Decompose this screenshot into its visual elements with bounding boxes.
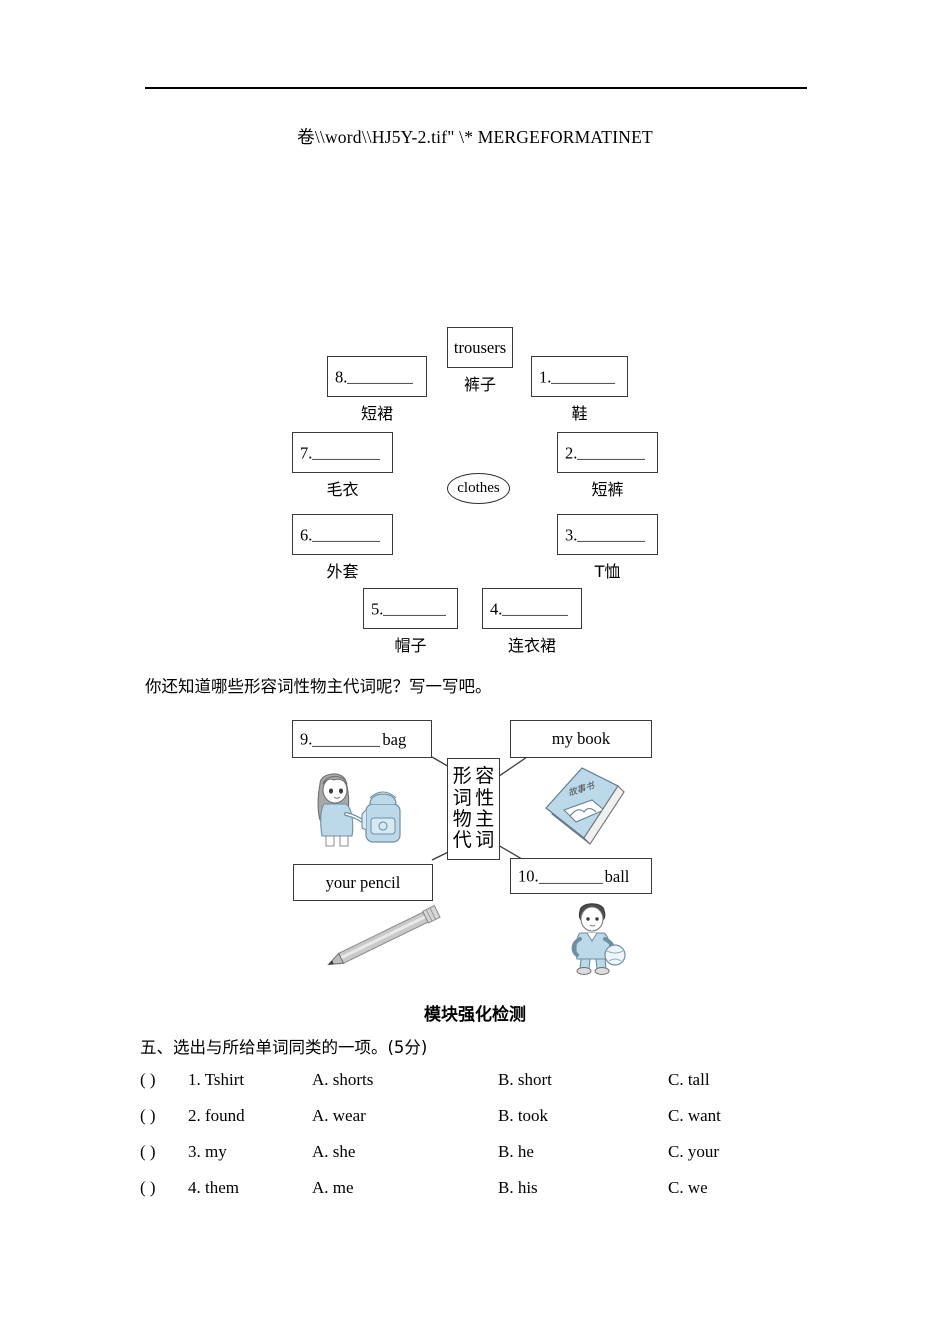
pronoun-center-char-0: 形 bbox=[452, 765, 472, 788]
pronoun-center-char-6: 代 bbox=[452, 829, 472, 852]
question-1-answer-blank[interactable]: ( ) bbox=[140, 1070, 156, 1089]
pronoun-center-char-7: 词 bbox=[475, 829, 495, 852]
clothes-node-dress-field: 4. bbox=[490, 599, 569, 619]
clothes-label-sweater: 毛衣 bbox=[326, 480, 359, 499]
question-3-answer-blank[interactable]: ( ) bbox=[140, 1142, 156, 1161]
pronoun-node-book-word: my book bbox=[551, 729, 611, 748]
clothes-node-coat-number: 6. bbox=[300, 525, 313, 545]
girl-with-backpack-illustration bbox=[317, 773, 401, 847]
clothes-node-trousers: trousers bbox=[447, 327, 513, 368]
question-2-stem: 2. found bbox=[188, 1106, 245, 1125]
clothes-node-skirt-blank[interactable] bbox=[347, 367, 414, 385]
clothes-node-cap-field: 5. bbox=[371, 599, 447, 619]
clothes-label-skirt: 短裙 bbox=[360, 404, 393, 423]
question-2-option-a[interactable]: A. wear bbox=[312, 1106, 366, 1125]
clothes-node-shorts-number: 2. bbox=[565, 443, 578, 463]
question-2-answer-blank[interactable]: ( ) bbox=[140, 1106, 156, 1125]
clothes-node-coat[interactable]: 6. bbox=[292, 514, 393, 555]
clothes-node-tshirt-number: 3. bbox=[565, 525, 578, 545]
question-1-option-b[interactable]: B. short bbox=[498, 1070, 552, 1089]
clothes-node-shorts-blank[interactable] bbox=[577, 443, 646, 461]
clothes-label-dress: 连衣裙 bbox=[507, 636, 556, 655]
question-3-option-c[interactable]: C. your bbox=[668, 1142, 719, 1161]
clothes-node-dress-blank[interactable] bbox=[502, 599, 569, 617]
clothes-label-shorts: 短裤 bbox=[591, 480, 624, 499]
clothes-node-shorts[interactable]: 2. bbox=[557, 432, 658, 473]
clothes-center-node: clothes bbox=[447, 473, 510, 504]
boy-with-ball-illustration bbox=[571, 903, 626, 975]
clothes-node-shoe-number: 1. bbox=[539, 367, 552, 387]
clothes-label-trousers: 裤子 bbox=[463, 375, 496, 394]
pronoun-node-pencil: your pencil bbox=[293, 864, 433, 901]
pronoun-center-node: 形 容 词 性 物 主 代 词 bbox=[447, 758, 500, 860]
question-1-option-c[interactable]: C. tall bbox=[668, 1070, 710, 1089]
question-4-option-a[interactable]: A. me bbox=[312, 1178, 354, 1197]
clothes-node-skirt-number: 8. bbox=[335, 367, 348, 387]
clothes-node-coat-blank[interactable] bbox=[312, 525, 381, 543]
clothes-node-tshirt-blank[interactable] bbox=[577, 525, 646, 543]
pronoun-node-bag-blank[interactable] bbox=[312, 730, 381, 747]
question-2-option-c[interactable]: C. want bbox=[668, 1106, 721, 1125]
clothes-label-cap: 帽子 bbox=[394, 636, 427, 655]
question-4-answer-blank[interactable]: ( ) bbox=[140, 1178, 156, 1197]
question-4-option-b[interactable]: B. his bbox=[498, 1178, 538, 1197]
clothes-node-shoe[interactable]: 1. bbox=[531, 356, 628, 397]
clothes-label-tshirt: T恤 bbox=[594, 562, 621, 581]
clothes-node-skirt-field: 8. bbox=[335, 367, 414, 387]
pronoun-node-bag-number: 9. bbox=[300, 729, 313, 749]
pronoun-node-ball-word: ball bbox=[604, 866, 630, 886]
pronoun-center-char-2: 词 bbox=[452, 786, 472, 809]
question-4-stem: 4. them bbox=[188, 1178, 239, 1197]
clothes-node-shorts-field: 2. bbox=[565, 443, 646, 463]
pronoun-center-char-5: 主 bbox=[475, 808, 495, 830]
pronoun-center-char-4: 物 bbox=[452, 808, 472, 830]
clothes-node-dress-number: 4. bbox=[490, 599, 503, 619]
question-3-stem: 3. my bbox=[188, 1142, 227, 1161]
clothes-node-cap-number: 5. bbox=[371, 599, 384, 619]
clothes-node-skirt[interactable]: 8. bbox=[327, 356, 427, 397]
clothes-node-cap-blank[interactable] bbox=[383, 599, 447, 617]
pronoun-node-ball[interactable]: 10. ball bbox=[510, 858, 652, 894]
question-3-option-b[interactable]: B. he bbox=[498, 1142, 534, 1161]
clothes-node-dress[interactable]: 4. bbox=[482, 588, 582, 629]
pencil-illustration bbox=[327, 905, 441, 966]
section-instruction: 五、选出与所给单词同类的一项。(5分) bbox=[140, 1038, 428, 1057]
clothes-node-sweater-number: 7. bbox=[300, 443, 313, 463]
question-2-option-b[interactable]: B. took bbox=[498, 1106, 549, 1125]
storybook-illustration: 故事书 bbox=[545, 767, 625, 845]
question-1-option-a[interactable]: A. shorts bbox=[312, 1070, 374, 1089]
clothes-node-trousers-text: trousers bbox=[453, 337, 507, 357]
pronoun-node-ball-number: 10. bbox=[518, 866, 539, 886]
question-4-option-c[interactable]: C. we bbox=[668, 1178, 708, 1197]
clothes-node-tshirt[interactable]: 3. bbox=[557, 514, 658, 555]
clothes-node-shoe-field: 1. bbox=[539, 367, 616, 387]
header-rule bbox=[145, 87, 807, 89]
pronoun-node-bag-word: bag bbox=[382, 729, 407, 749]
question-3-option-a[interactable]: A. she bbox=[312, 1142, 356, 1161]
clothes-node-shoe-blank[interactable] bbox=[551, 367, 616, 385]
pronoun-center-char-3: 性 bbox=[475, 786, 495, 809]
clothes-node-tshirt-field: 3. bbox=[565, 525, 646, 545]
pronoun-node-bag-field: 9. bag bbox=[300, 730, 406, 748]
pronoun-node-book: my book bbox=[510, 720, 652, 758]
prompt-sentence: 你还知道哪些形容词性物主代词呢？写一写吧。 bbox=[145, 677, 492, 696]
pronoun-node-ball-blank[interactable] bbox=[538, 867, 603, 884]
clothes-node-cap[interactable]: 5. bbox=[363, 588, 458, 629]
pronoun-node-bag[interactable]: 9. bag bbox=[292, 720, 432, 758]
clothes-node-sweater[interactable]: 7. bbox=[292, 432, 393, 473]
question-1-stem: 1. Tshirt bbox=[188, 1070, 245, 1089]
field-code-text: 卷\\word\\HJ5Y-2.tif" \* MERGEFORMATINET bbox=[297, 127, 653, 147]
clothes-center-label: clothes bbox=[457, 480, 500, 496]
section-title: 模块强化检测 bbox=[424, 1005, 526, 1025]
pronoun-center-char-1: 容 bbox=[475, 765, 495, 788]
clothes-label-coat: 外套 bbox=[326, 562, 359, 581]
pronoun-node-pencil-word: your pencil bbox=[325, 872, 401, 892]
clothes-node-sweater-blank[interactable] bbox=[312, 443, 381, 461]
clothes-label-shoe: 鞋 bbox=[571, 404, 588, 423]
clothes-node-sweater-field: 7. bbox=[300, 443, 381, 463]
pronoun-node-ball-field: 10. ball bbox=[518, 867, 629, 885]
clothes-node-coat-field: 6. bbox=[300, 525, 381, 545]
